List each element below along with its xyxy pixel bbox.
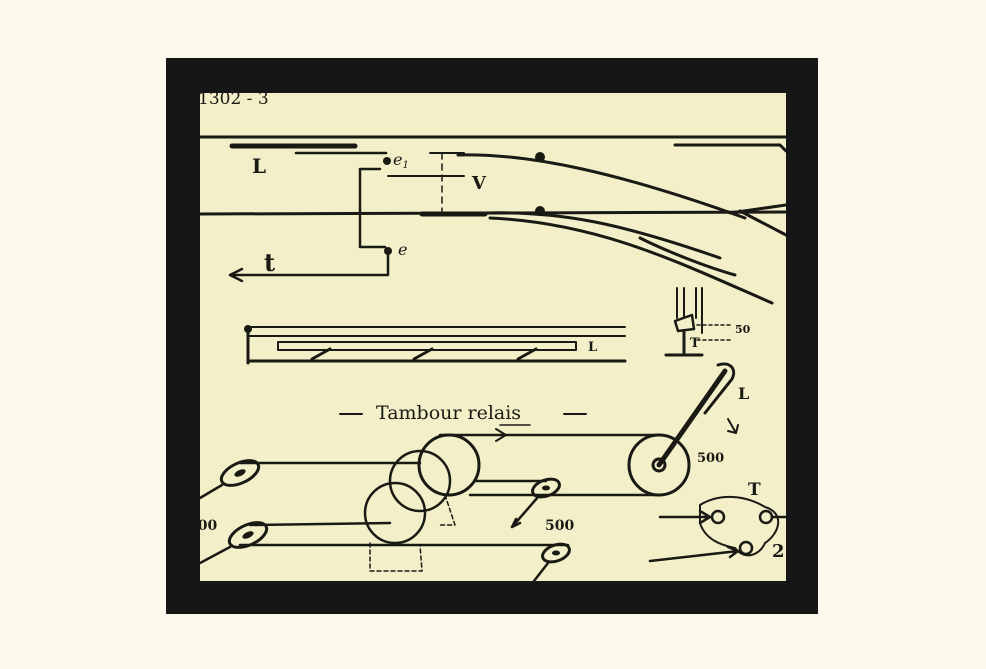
contact-e1 <box>383 157 391 165</box>
lever-arrow <box>727 418 739 434</box>
diverge-line-2 <box>483 211 722 260</box>
t-node-outline <box>699 495 780 557</box>
cable-mid <box>473 479 548 529</box>
diverge-line-1 <box>456 153 747 220</box>
pulley-left-bottom-hub <box>242 531 254 539</box>
label-500-mid: 500 <box>545 518 574 534</box>
diagram-svg: 1302 - 3 L e1 e V t L T 50 L 500 500 500… <box>200 93 786 581</box>
caption-group <box>339 413 587 426</box>
label-T-node: T <box>748 480 761 500</box>
label-V: V <box>471 173 487 194</box>
pivot-upper <box>535 152 545 162</box>
pulley-left-top <box>219 459 261 487</box>
tambour-mechanism <box>200 362 739 581</box>
label-e1: e1 <box>393 150 409 171</box>
t-node-contact-1 <box>710 509 726 525</box>
label-L-lever: L <box>738 384 749 403</box>
bar-L-rect <box>277 341 577 351</box>
pulley-left-top-hub <box>234 469 246 477</box>
t-node-input-2 <box>648 545 740 563</box>
arrow-t <box>228 267 244 283</box>
pivot-lower <box>535 206 545 216</box>
label-L-rail: L <box>588 340 597 355</box>
label-e: e <box>398 240 407 259</box>
turnout-diagram <box>200 135 786 305</box>
cable-left-top <box>200 461 422 500</box>
t-node-contact-2 <box>758 509 774 525</box>
guard-rail-top <box>673 143 786 153</box>
t-node <box>648 495 786 563</box>
pulley-low-hub <box>552 550 560 556</box>
wheel-flange <box>673 313 696 333</box>
drum-b <box>388 449 452 513</box>
t-node-input-1 <box>658 509 712 525</box>
rail-bar-L <box>244 325 627 365</box>
cable-left-bottom <box>200 521 570 565</box>
frog-rail-2 <box>738 209 786 237</box>
wire-t <box>230 253 390 277</box>
lever-arm <box>656 368 728 468</box>
label-L-top: L <box>252 154 266 178</box>
diverge-line-3 <box>488 216 774 305</box>
contact-e <box>384 247 392 255</box>
label-50: 50 <box>735 323 751 336</box>
profile-uprights <box>676 287 703 334</box>
diagram-plate: 1302 - 3 L e1 e V t L T 50 L 500 500 500… <box>200 93 786 581</box>
lever-handle <box>703 362 736 415</box>
bar-links <box>310 347 538 361</box>
drum-supports <box>369 494 456 572</box>
t-node-contact-3 <box>738 540 754 556</box>
caption-tambour-relais: Tambour relais <box>376 402 521 424</box>
label-500-drum: 500 <box>697 451 724 466</box>
label-500-left: 500 <box>200 518 217 534</box>
label-T-small: T <box>690 336 700 351</box>
plate-reference: 1302 - 3 <box>200 93 269 109</box>
pulley-mid-hub <box>542 485 550 491</box>
label-2: 2 <box>772 541 785 562</box>
cable-low <box>532 561 550 581</box>
label-t: t <box>264 248 275 277</box>
drum-hub <box>651 457 667 473</box>
cable-arrow <box>495 428 507 442</box>
rail-stem <box>664 329 704 357</box>
drum-c <box>363 481 427 545</box>
pulley-low <box>541 542 571 564</box>
rail-profile <box>664 287 733 357</box>
drum-a <box>417 433 481 497</box>
guard-rail-bottom <box>638 236 737 277</box>
contact-wire <box>358 167 387 249</box>
